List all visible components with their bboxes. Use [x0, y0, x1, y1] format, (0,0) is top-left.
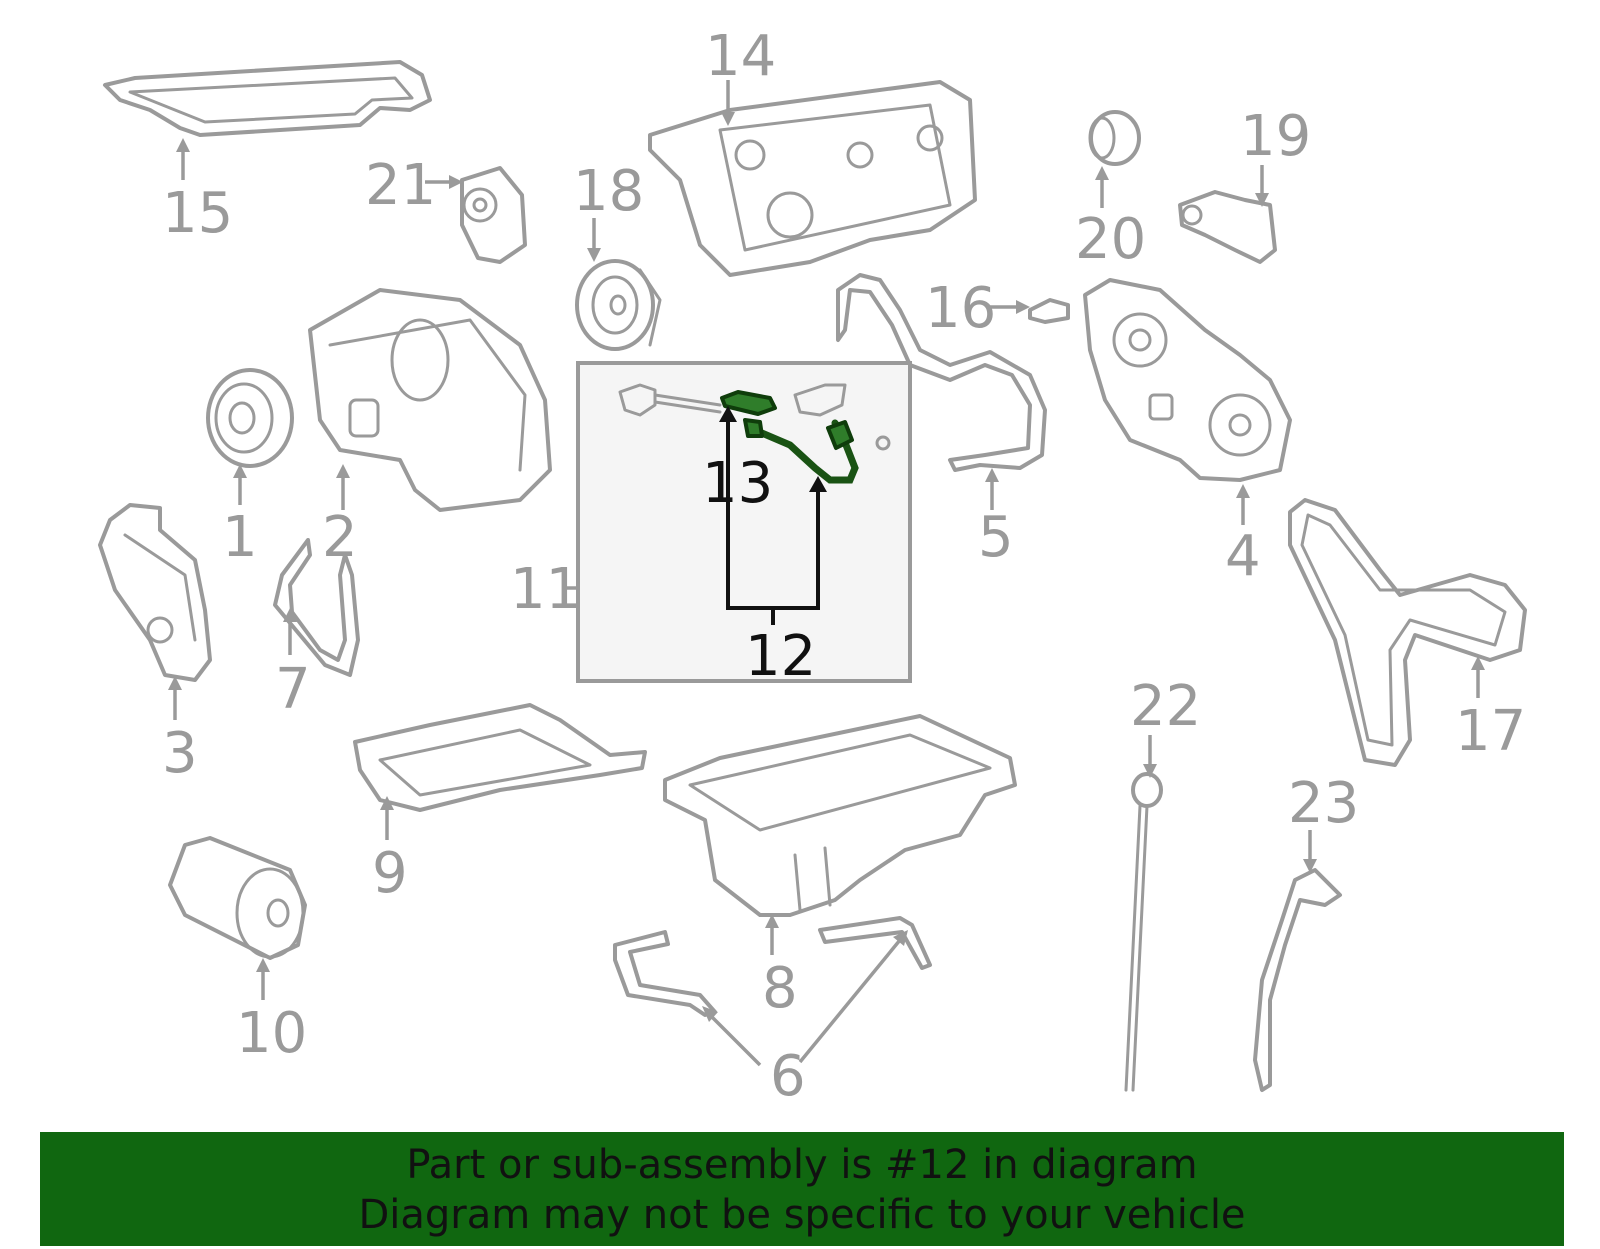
part-6-gaskets[interactable]: 6 — [613, 916, 932, 1109]
part-21-idler[interactable]: 21 — [365, 153, 527, 264]
callout-18: 18 — [573, 159, 644, 224]
callout-11: 11 — [510, 557, 581, 622]
notice-banner: Part or sub-assembly is #12 in diagram D… — [40, 1132, 1564, 1246]
callout-23: 23 — [1288, 771, 1359, 836]
part-16-seal[interactable]: 16 — [925, 276, 1070, 341]
callout-1: 1 — [222, 505, 258, 570]
banner-line-1: Part or sub-assembly is #12 in diagram — [406, 1142, 1198, 1188]
callout-15: 15 — [162, 181, 233, 246]
part-14-valve-cover[interactable]: 14 — [648, 24, 977, 277]
part-13-highlighted[interactable] — [719, 390, 777, 610]
part-10-oil-filter[interactable]: 10 — [168, 836, 307, 1066]
callout-9: 9 — [372, 841, 408, 906]
callout-13: 13 — [702, 451, 773, 516]
callout-3: 3 — [162, 721, 198, 786]
callout-20: 20 — [1075, 207, 1146, 272]
callout-19: 19 — [1240, 104, 1311, 169]
part-8-oil-pan[interactable]: 8 — [663, 714, 1017, 1021]
part-17-timing-belt[interactable]: 17 — [1288, 498, 1527, 767]
part-20-pulley[interactable]: 20 — [1075, 110, 1146, 272]
part-22-dipstick[interactable]: 22 — [1124, 674, 1201, 1092]
callout-2: 2 — [322, 505, 358, 570]
callout-14: 14 — [705, 24, 776, 89]
part-1-crank-pulley[interactable]: 1 — [206, 368, 294, 570]
part-4-rear-cover[interactable]: 4 — [1083, 278, 1292, 589]
part-5-seal[interactable]: 5 — [836, 273, 1047, 570]
part-18-cam-pulley[interactable]: 18 — [573, 159, 662, 351]
callout-22: 22 — [1130, 674, 1201, 739]
callout-21: 21 — [365, 153, 436, 218]
callout-12: 12 — [745, 624, 816, 689]
part-23-dipstick-tube[interactable]: 23 — [1253, 771, 1359, 1092]
part-15-gasket[interactable]: 15 — [103, 60, 432, 246]
callout-7: 7 — [275, 657, 311, 722]
callout-5: 5 — [978, 505, 1014, 570]
callout-4: 4 — [1225, 524, 1261, 589]
banner-line-2: Diagram may not be specific to your vehi… — [358, 1192, 1246, 1238]
callout-17: 17 — [1455, 699, 1526, 764]
callout-6: 6 — [770, 1044, 806, 1109]
part-7-gasket[interactable]: 7 — [273, 538, 360, 722]
part-19-tensioner[interactable]: 19 — [1178, 104, 1311, 264]
callout-8: 8 — [762, 956, 798, 1021]
part-9-baffle[interactable]: 9 — [353, 703, 647, 906]
part-12-highlighted[interactable] — [743, 418, 859, 610]
part-3-lower-cover[interactable]: 3 — [98, 503, 212, 786]
sub-assembly-11-box[interactable]: 11 13 12 — [510, 361, 912, 689]
callout-16: 16 — [925, 276, 996, 341]
part-2-timing-cover[interactable]: 2 — [308, 288, 552, 570]
callout-10: 10 — [236, 1001, 307, 1066]
